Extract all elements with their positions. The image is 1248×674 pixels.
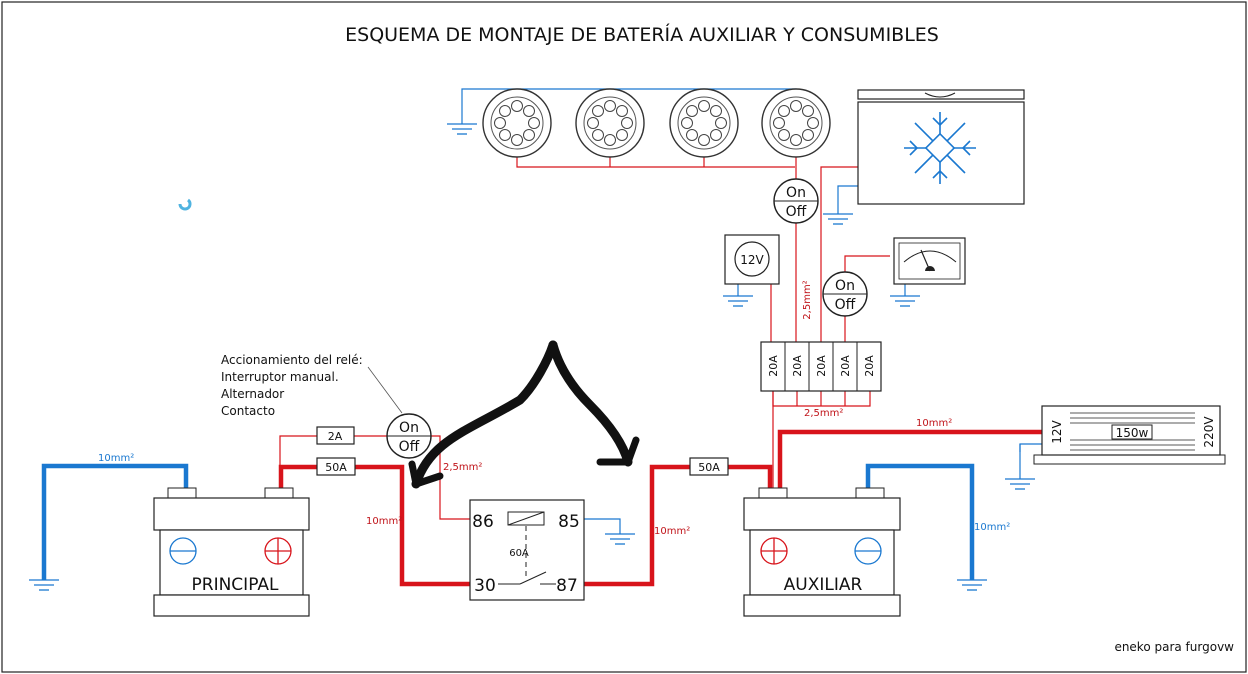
snowflake-icon [904, 112, 976, 184]
ground-cables [41, 463, 975, 580]
cable-label: 10mm² [366, 516, 402, 527]
relay-note-line: Contacto [221, 404, 275, 418]
meter-switch[interactable]: On Off [822, 271, 868, 317]
relay-60a: 86 85 30 87 60A [469, 499, 585, 601]
inverter-output: 220V [1202, 416, 1216, 448]
ceiling-lamp-icon [575, 88, 645, 158]
cable-label: 2,5mm² [443, 462, 482, 473]
relay-note-line: Interruptor manual. [221, 370, 339, 384]
fuse-50a-main: 50A [316, 457, 356, 476]
ceiling-lamp-icon [482, 88, 552, 158]
relay-pin-30: 30 [474, 576, 496, 596]
relay-pin-86: 86 [472, 512, 494, 532]
fuse-label: 20A [839, 355, 852, 377]
fuse-label: 20A [767, 355, 780, 377]
cable-label: 10mm² [654, 526, 690, 537]
relay-manual-switch[interactable]: On Off [386, 413, 432, 459]
ceiling-lamp-icon [669, 88, 739, 158]
fuse-label: 20A [863, 355, 876, 377]
relay-note-line: Accionamiento del relé: [221, 353, 363, 367]
cable-label: 2,5mm² [804, 408, 843, 419]
switch-off-label: Off [399, 439, 420, 455]
lights-switch[interactable]: On Off [773, 178, 819, 224]
ceiling-lamp-icon [761, 88, 831, 158]
fuse-2a: 2A [316, 426, 355, 445]
switch-on-label: On [786, 185, 806, 201]
switch-on-label: On [835, 278, 855, 294]
relay-rating: 60A [509, 548, 529, 559]
lamps-row [482, 88, 831, 158]
cable-label: 10mm² [974, 522, 1010, 533]
battery-auxiliar-label: AUXILIAR [784, 575, 863, 595]
voltmeter-display: 12V [724, 234, 780, 285]
cable-label: 10mm² [916, 418, 952, 429]
cable-label: 10mm² [98, 453, 134, 464]
fuse-50a-label: 50A [325, 461, 347, 474]
relay-pin-87: 87 [556, 576, 578, 596]
fuse-50a-label: 50A [698, 461, 720, 474]
switch-off-label: Off [786, 204, 807, 220]
fuse-label: 20A [791, 355, 804, 377]
fuse-50a-aux: 50A [689, 457, 729, 476]
inverter-150w: 150w 12V 220V [1033, 405, 1226, 465]
switch-on-label: On [399, 420, 419, 436]
inverter-power: 150w [1116, 426, 1149, 440]
voltmeter-label: 12V [740, 253, 764, 267]
battery-auxiliar: AUXILIAR [743, 487, 901, 617]
fridge-box [857, 89, 1025, 205]
cursor-glyph-icon [178, 198, 192, 211]
fuse-2a-label: 2A [328, 430, 343, 443]
cable-label: 2,5mm² [802, 280, 813, 319]
fuse-label: 20A [815, 355, 828, 377]
handdrawn-arrow-icon [408, 340, 640, 489]
battery-principal: PRINCIPAL [153, 487, 310, 617]
inverter-input: 12V [1050, 419, 1064, 443]
credit-text: eneko para furgovw [1114, 640, 1234, 654]
relay-note-line: Alternador [221, 387, 284, 401]
diagram-title: ESQUEMA DE MONTAJE DE BATERÍA AUXILIAR Y… [345, 23, 939, 46]
relay-note: Accionamiento del relé: Interruptor manu… [221, 353, 403, 418]
switch-off-label: Off [835, 297, 856, 313]
fuse-box: 20A 20A 20A 20A 20A [760, 341, 882, 392]
battery-principal-label: PRINCIPAL [192, 575, 279, 595]
relay-pin-85: 85 [558, 512, 580, 532]
positive-cables [278, 429, 1042, 587]
analog-gauge-icon [893, 237, 966, 285]
